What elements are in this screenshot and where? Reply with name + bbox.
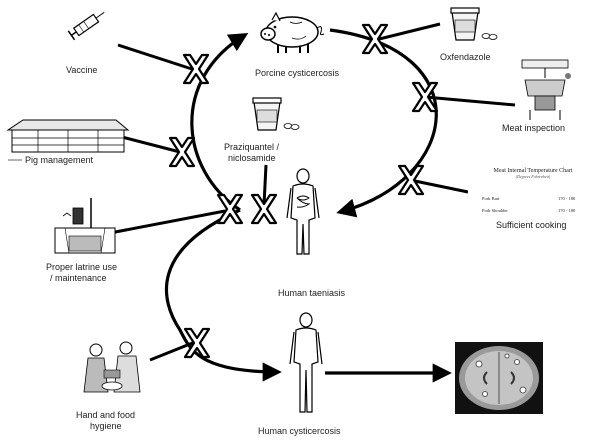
cycle-arrow-to-pig (190, 33, 249, 212)
temperature-chart-subtitle: (Degrees Fahrenheit) (515, 174, 551, 179)
medicine-cup-icon (450, 7, 498, 41)
chart-row-range: 170 - 180 (558, 208, 576, 213)
chart-row-range: 170 - 180 (558, 196, 576, 201)
latrine-icon (54, 198, 116, 254)
label-pig-management: Pig management (25, 155, 94, 165)
label-sufficient-cooking: Sufficient cooking (496, 220, 567, 230)
cycle-arrow-to-human (329, 28, 438, 218)
temperature-chart-title: Meat Internal Temperature Chart (493, 168, 573, 174)
line-meat-inspection (424, 95, 516, 107)
human-body-icon (286, 168, 320, 255)
label-hand-food-line2: hygiene (90, 421, 122, 431)
label-latrine-line2: / maintenance (50, 273, 107, 283)
human-body-icon (289, 312, 323, 413)
line-cooking (409, 178, 469, 194)
label-hand-food-line1: Hand and food (76, 410, 136, 420)
cross-mark-icon (168, 136, 196, 168)
brain-scan-icon (455, 342, 543, 414)
syringe-icon (67, 11, 105, 41)
chart-row-cut: Pork Butt (482, 196, 500, 201)
label-latrine-line1: Proper latrine use (46, 262, 118, 272)
line-praziquantel (262, 164, 268, 206)
chart-row-cut: Pork Shoulder (482, 208, 508, 213)
label-oxfendazole: Oxfendazole (440, 52, 491, 62)
temperature-chart: Meat Internal Temperature Chart (Degrees… (468, 160, 598, 220)
line-oxfendazole (374, 22, 441, 42)
label-human-cysticercosis: Human cysticercosis (258, 426, 341, 436)
label-human-taeniasis: Human taeniasis (278, 288, 346, 298)
line-latrine (109, 209, 226, 235)
line-vaccine (117, 43, 196, 72)
label-praziquantel-line1: Praziquantel / (224, 142, 280, 152)
label-praziquantel-line2: niclosamide (228, 153, 276, 163)
line-pig-management (117, 134, 181, 154)
label-vaccine: Vaccine (66, 65, 98, 75)
line-hygiene (149, 340, 196, 362)
label-porcine-cysticercosis: Porcine cysticercosis (255, 68, 340, 78)
cycle-arrow-to-cysticercosis (164, 208, 282, 382)
pig-icon (260, 11, 325, 53)
label-meat-inspection: Meat inspection (502, 123, 566, 133)
people-washing-icon (83, 341, 141, 393)
inspection-table-icon (521, 59, 571, 120)
pig-pen-icon (6, 119, 130, 161)
medicine-cup-icon (252, 97, 300, 131)
